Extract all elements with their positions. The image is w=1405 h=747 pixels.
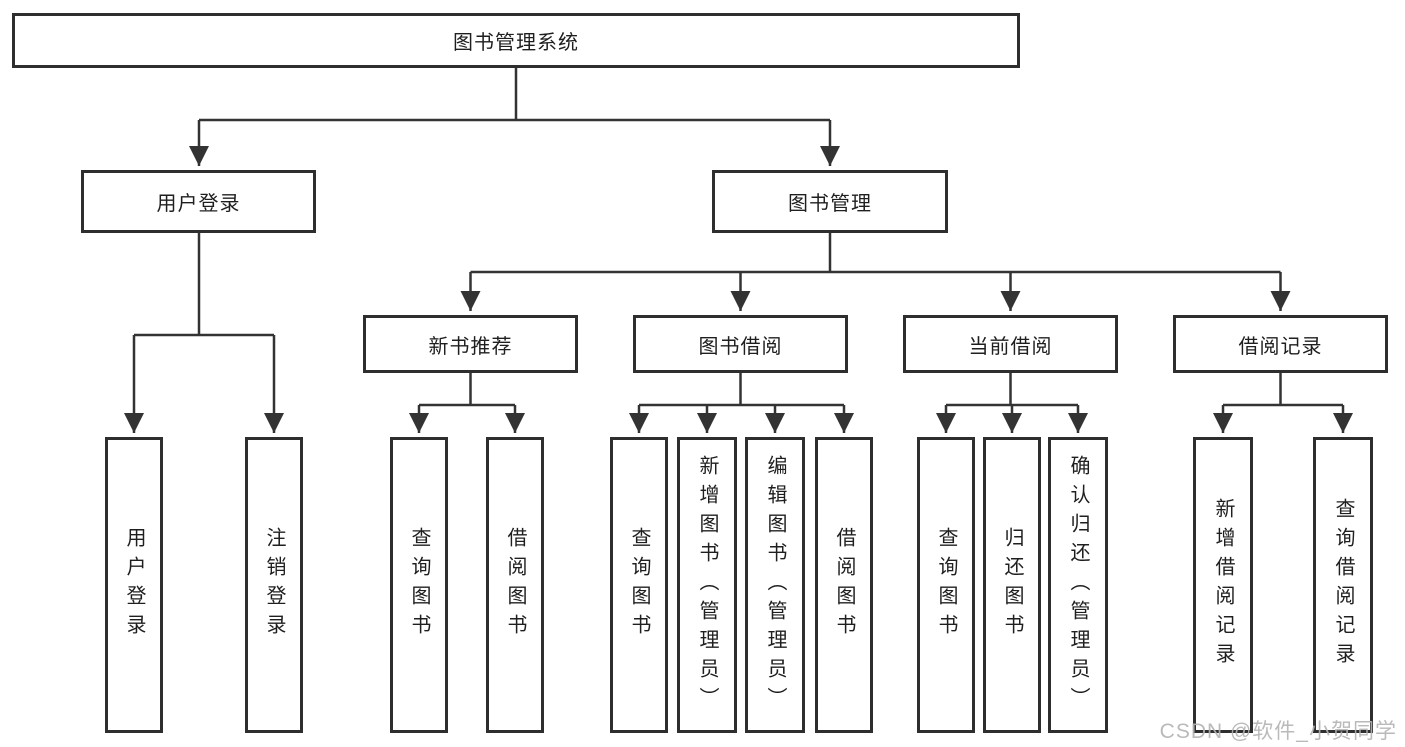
node-book-management-label: 图书管理 — [788, 193, 872, 215]
leaf-newbooks-query-book: 查询图书 — [390, 437, 448, 733]
csdn-watermark: CSDN @软件_小贺同学 — [1159, 720, 1397, 743]
leaf-logout: 注销登录 — [245, 437, 303, 733]
leaf-current-confirm-return-admin-label: 确认归还（管理员） — [1067, 454, 1089, 716]
node-root: 图书管理系统 — [12, 13, 1020, 68]
leaf-newbooks-query-book-label: 查询图书 — [408, 527, 430, 643]
node-book-borrowing-label: 图书借阅 — [698, 335, 783, 358]
leaf-borrowing-add-book-admin: 新增图书（管理员） — [677, 437, 737, 733]
leaf-current-confirm-return-admin: 确认归还（管理员） — [1048, 437, 1108, 733]
leaf-current-return-book-label: 归还图书 — [1001, 527, 1023, 643]
leaf-records-add-record: 新增借阅记录 — [1193, 437, 1253, 733]
leaf-logout-label: 注销登录 — [263, 527, 285, 643]
node-user-login-label: 用户登录 — [156, 193, 241, 215]
leaf-user-login-label: 用户登录 — [123, 527, 145, 643]
leaf-borrowing-borrow-book-label: 借阅图书 — [833, 527, 855, 643]
leaf-borrowing-add-book-admin-label: 新增图书（管理员） — [696, 454, 718, 716]
node-user-login: 用户登录 — [81, 170, 316, 233]
node-root-label: 图书管理系统 — [453, 32, 579, 54]
leaf-borrowing-query-book-label: 查询图书 — [628, 527, 650, 643]
node-new-book-recommend: 新书推荐 — [363, 315, 578, 373]
leaf-borrowing-edit-book-admin: 编辑图书（管理员） — [745, 437, 805, 733]
leaf-user-login: 用户登录 — [105, 437, 163, 733]
node-borrowing-records: 借阅记录 — [1173, 315, 1388, 373]
leaf-current-query-book: 查询图书 — [917, 437, 975, 733]
node-borrowing-records-label: 借阅记录 — [1238, 335, 1323, 358]
node-book-borrowing: 图书借阅 — [633, 315, 848, 373]
leaf-current-query-book-label: 查询图书 — [935, 527, 957, 643]
node-current-borrowing: 当前借阅 — [903, 315, 1118, 373]
leaf-borrowing-borrow-book: 借阅图书 — [815, 437, 873, 733]
leaf-borrowing-edit-book-admin-label: 编辑图书（管理员） — [764, 454, 786, 716]
node-book-management: 图书管理 — [712, 170, 948, 233]
leaf-records-query-record: 查询借阅记录 — [1313, 437, 1373, 733]
leaf-newbooks-borrow-book-label: 借阅图书 — [504, 527, 526, 643]
leaf-records-add-record-label: 新增借阅记录 — [1212, 498, 1234, 672]
leaf-borrowing-query-book: 查询图书 — [610, 437, 668, 733]
leaf-records-query-record-label: 查询借阅记录 — [1332, 498, 1354, 672]
node-current-borrowing-label: 当前借阅 — [968, 335, 1053, 358]
leaf-current-return-book: 归还图书 — [983, 437, 1041, 733]
leaf-newbooks-borrow-book: 借阅图书 — [486, 437, 544, 733]
node-new-book-recommend-label: 新书推荐 — [428, 335, 513, 358]
